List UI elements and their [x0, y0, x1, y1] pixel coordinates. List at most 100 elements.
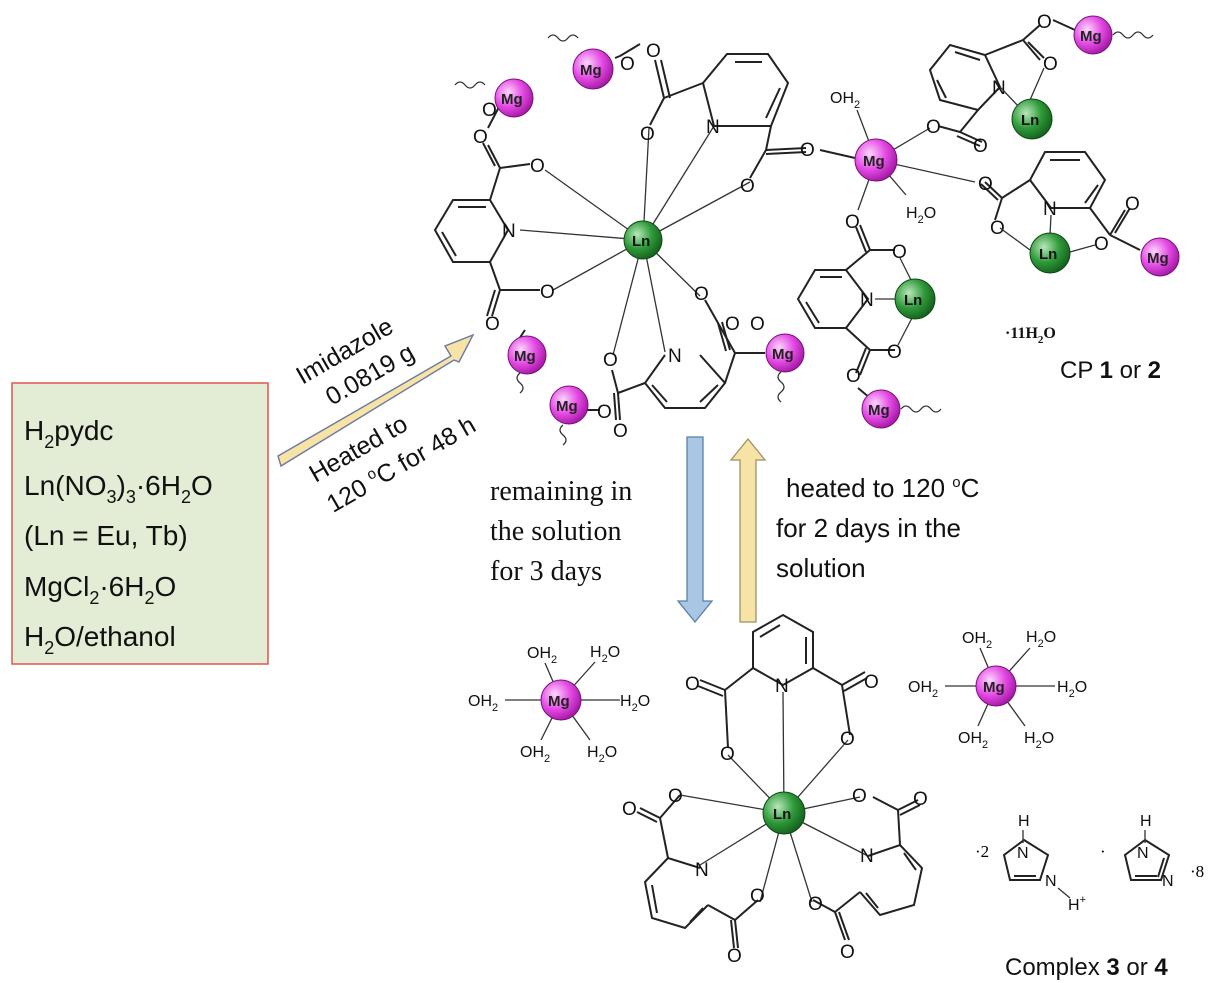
ln-label: Ln — [904, 292, 922, 309]
atom-o: O — [750, 314, 765, 335]
atom-o: O — [1037, 12, 1052, 33]
atom-o: O — [926, 117, 941, 138]
atom-o: O — [622, 799, 637, 820]
atom-o: O — [482, 100, 497, 121]
atom-o: O — [887, 342, 902, 363]
atom-o: O — [800, 140, 815, 161]
down-arrow — [676, 436, 714, 624]
mg-label: Mg — [514, 348, 536, 365]
atom-o: O — [473, 127, 488, 148]
atom-o: O — [640, 124, 655, 145]
aqua-ligand: OH2 — [520, 744, 550, 765]
atom-o: O — [485, 314, 500, 335]
reactant-solvent: H2O/ethanol — [24, 621, 176, 658]
reactant-mgcl2: MgCl2·6H2O — [24, 571, 176, 608]
conditions-top: Imidazole 0.0819 g — [291, 312, 419, 411]
multiplier-dot: · — [1100, 842, 1106, 861]
atom-o: O — [540, 282, 555, 303]
atom-n: N — [1162, 873, 1174, 890]
complex-structure: Mg OH2 H2O OH2 H2O OH2 H2O Mg OH2 H2O OH… — [468, 613, 1204, 981]
atom-oh2: OH2 — [830, 90, 860, 111]
aqua-ligand: OH2 — [958, 730, 988, 751]
aqua-ligand: H2O — [1026, 629, 1056, 650]
up-arrow — [729, 437, 767, 623]
atom-o: O — [750, 886, 765, 907]
aqua-ligand: H2O — [590, 644, 620, 665]
atom-o: O — [990, 218, 1005, 239]
forward-arrow — [277, 333, 475, 468]
atom-o: O — [1094, 234, 1109, 255]
atom-o: O — [597, 402, 612, 423]
atom-n: N — [1045, 873, 1057, 890]
aqua-ligand: OH2 — [962, 630, 992, 651]
atom-h: H — [1140, 813, 1152, 830]
atom-o: O — [668, 786, 683, 807]
aqua-ligand: OH2 — [468, 693, 498, 714]
atom-o: O — [978, 174, 993, 195]
mg-atoms: Mg Mg Mg Mg Mg — [494, 48, 805, 425]
mg-label: Mg — [1147, 250, 1169, 267]
reactant-ln-nitrate: Ln(NO3)3·6H2O — [24, 470, 213, 507]
atom-o: O — [603, 350, 618, 371]
atom-n: N — [775, 676, 789, 697]
atom-o: O — [808, 894, 823, 915]
atom-o: O — [1043, 54, 1058, 75]
atom-o: O — [740, 176, 755, 197]
mg-label: Mg — [772, 346, 794, 363]
mg-aqua-right-label: Mg — [983, 679, 1005, 696]
cond-down-2: the solution — [490, 516, 621, 547]
cond-down-3: for 3 days — [490, 556, 602, 587]
atom-o: O — [685, 674, 700, 695]
multiplier-8: ·8 — [1190, 862, 1204, 881]
atom-n: N — [695, 860, 709, 881]
atom-o: O — [846, 366, 861, 387]
mg-label: Mg — [501, 91, 523, 108]
atom-o: O — [864, 672, 879, 693]
cond-up-1: heated to 120 oC — [786, 473, 979, 503]
atom-o: O — [913, 789, 928, 810]
atom-o: O — [694, 284, 709, 305]
atom-h2o: H2O — [906, 205, 936, 226]
reactant-box: H2pydc Ln(NO3)3·6H2O (Ln = Eu, Tb) MgCl2… — [11, 382, 269, 665]
atom-n: N — [1017, 845, 1029, 862]
atom-n: N — [860, 290, 874, 311]
atom-n: N — [668, 346, 682, 367]
ln-center-label: Ln — [632, 233, 650, 250]
multiplier-2: ·2 — [975, 842, 989, 861]
ln-label: Ln — [1021, 112, 1039, 129]
atom-o: O — [892, 242, 907, 263]
reactant-ln-note: (Ln = Eu, Tb) — [24, 520, 188, 551]
atom-o: O — [973, 136, 988, 157]
atom-o: O — [613, 421, 628, 442]
atom-n: N — [860, 846, 874, 867]
cp-structure: O O N O O O N O O O O O N O O O O O — [433, 12, 1180, 446]
atom-n: N — [502, 221, 516, 242]
atom-o: O — [620, 54, 635, 75]
aqua-ligand: OH2 — [908, 679, 938, 700]
mg-center-label: Mg — [863, 153, 885, 170]
atom-hplus: H+ — [1068, 894, 1086, 914]
mg-label: Mg — [580, 62, 602, 79]
cond-up-2: for 2 days in the — [776, 513, 961, 543]
atom-o: O — [646, 41, 661, 62]
aqua-ligand: H2O — [620, 693, 650, 714]
aqua-ligand: OH2 — [527, 645, 557, 666]
atom-o: O — [530, 156, 545, 177]
atom-n: N — [992, 78, 1006, 99]
cond-down-1: remaining in — [490, 476, 632, 507]
ln-label: Ln — [1039, 246, 1057, 263]
cp-label: CP 1 or 2 — [1060, 357, 1161, 384]
atom-o: O — [720, 744, 735, 765]
atom-o: O — [840, 729, 855, 750]
aqua-ligand: H2O — [1024, 730, 1054, 751]
lattice-water: ·11H2O — [1005, 325, 1056, 346]
complex-label: Complex 3 or 4 — [1005, 954, 1168, 981]
atom-n: N — [1043, 199, 1057, 220]
aqua-ligand: H2O — [1057, 679, 1087, 700]
atom-o: O — [845, 212, 860, 233]
atom-n: N — [1137, 845, 1149, 862]
aqua-ligand: H2O — [587, 744, 617, 765]
atom-n: N — [706, 117, 720, 138]
mg-label: Mg — [868, 402, 890, 419]
